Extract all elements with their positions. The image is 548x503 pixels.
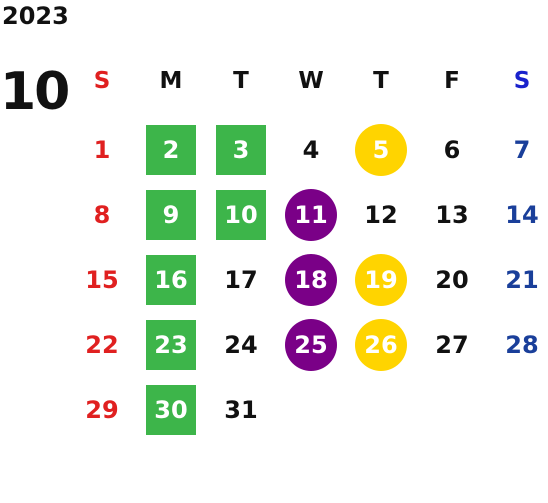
- day-cell-29[interactable]: 29: [85, 396, 119, 424]
- day-cell-25[interactable]: 25: [285, 319, 337, 371]
- day-cell-4[interactable]: 4: [302, 136, 320, 164]
- day-cell-26[interactable]: 26: [355, 319, 407, 371]
- day-cell-3[interactable]: 3: [216, 125, 266, 175]
- day-cell-21[interactable]: 21: [505, 266, 539, 294]
- day-cell-2[interactable]: 2: [146, 125, 196, 175]
- day-cell-6[interactable]: 6: [443, 136, 461, 164]
- weekday-header: S: [93, 68, 111, 94]
- day-cell-16[interactable]: 16: [146, 255, 196, 305]
- day-cell-30[interactable]: 30: [146, 385, 196, 435]
- day-cell-28[interactable]: 28: [505, 331, 539, 359]
- weekday-header: F: [444, 68, 460, 94]
- weekday-header: S: [513, 68, 531, 94]
- day-cell-8[interactable]: 8: [93, 201, 111, 229]
- weekday-header: M: [159, 68, 183, 94]
- day-cell-5[interactable]: 5: [355, 124, 407, 176]
- day-cell-14[interactable]: 14: [505, 201, 539, 229]
- day-cell-12[interactable]: 12: [364, 201, 398, 229]
- month-number: 10: [0, 62, 70, 122]
- day-cell-17[interactable]: 17: [224, 266, 258, 294]
- day-cell-9[interactable]: 9: [146, 190, 196, 240]
- day-cell-27[interactable]: 27: [435, 331, 469, 359]
- day-cell-23[interactable]: 23: [146, 320, 196, 370]
- day-cell-24[interactable]: 24: [224, 331, 258, 359]
- day-cell-15[interactable]: 15: [85, 266, 119, 294]
- weekday-header: W: [298, 68, 324, 94]
- day-cell-31[interactable]: 31: [224, 396, 258, 424]
- weekday-header: T: [373, 68, 389, 94]
- day-cell-22[interactable]: 22: [85, 331, 119, 359]
- day-cell-19[interactable]: 19: [355, 254, 407, 306]
- day-cell-13[interactable]: 13: [435, 201, 469, 229]
- day-cell-18[interactable]: 18: [285, 254, 337, 306]
- day-cell-1[interactable]: 1: [93, 136, 111, 164]
- day-cell-11[interactable]: 11: [285, 189, 337, 241]
- weekday-header: T: [233, 68, 249, 94]
- day-cell-7[interactable]: 7: [513, 136, 531, 164]
- year-label: 2023: [2, 2, 69, 30]
- day-cell-20[interactable]: 20: [435, 266, 469, 294]
- day-cell-10[interactable]: 10: [216, 190, 266, 240]
